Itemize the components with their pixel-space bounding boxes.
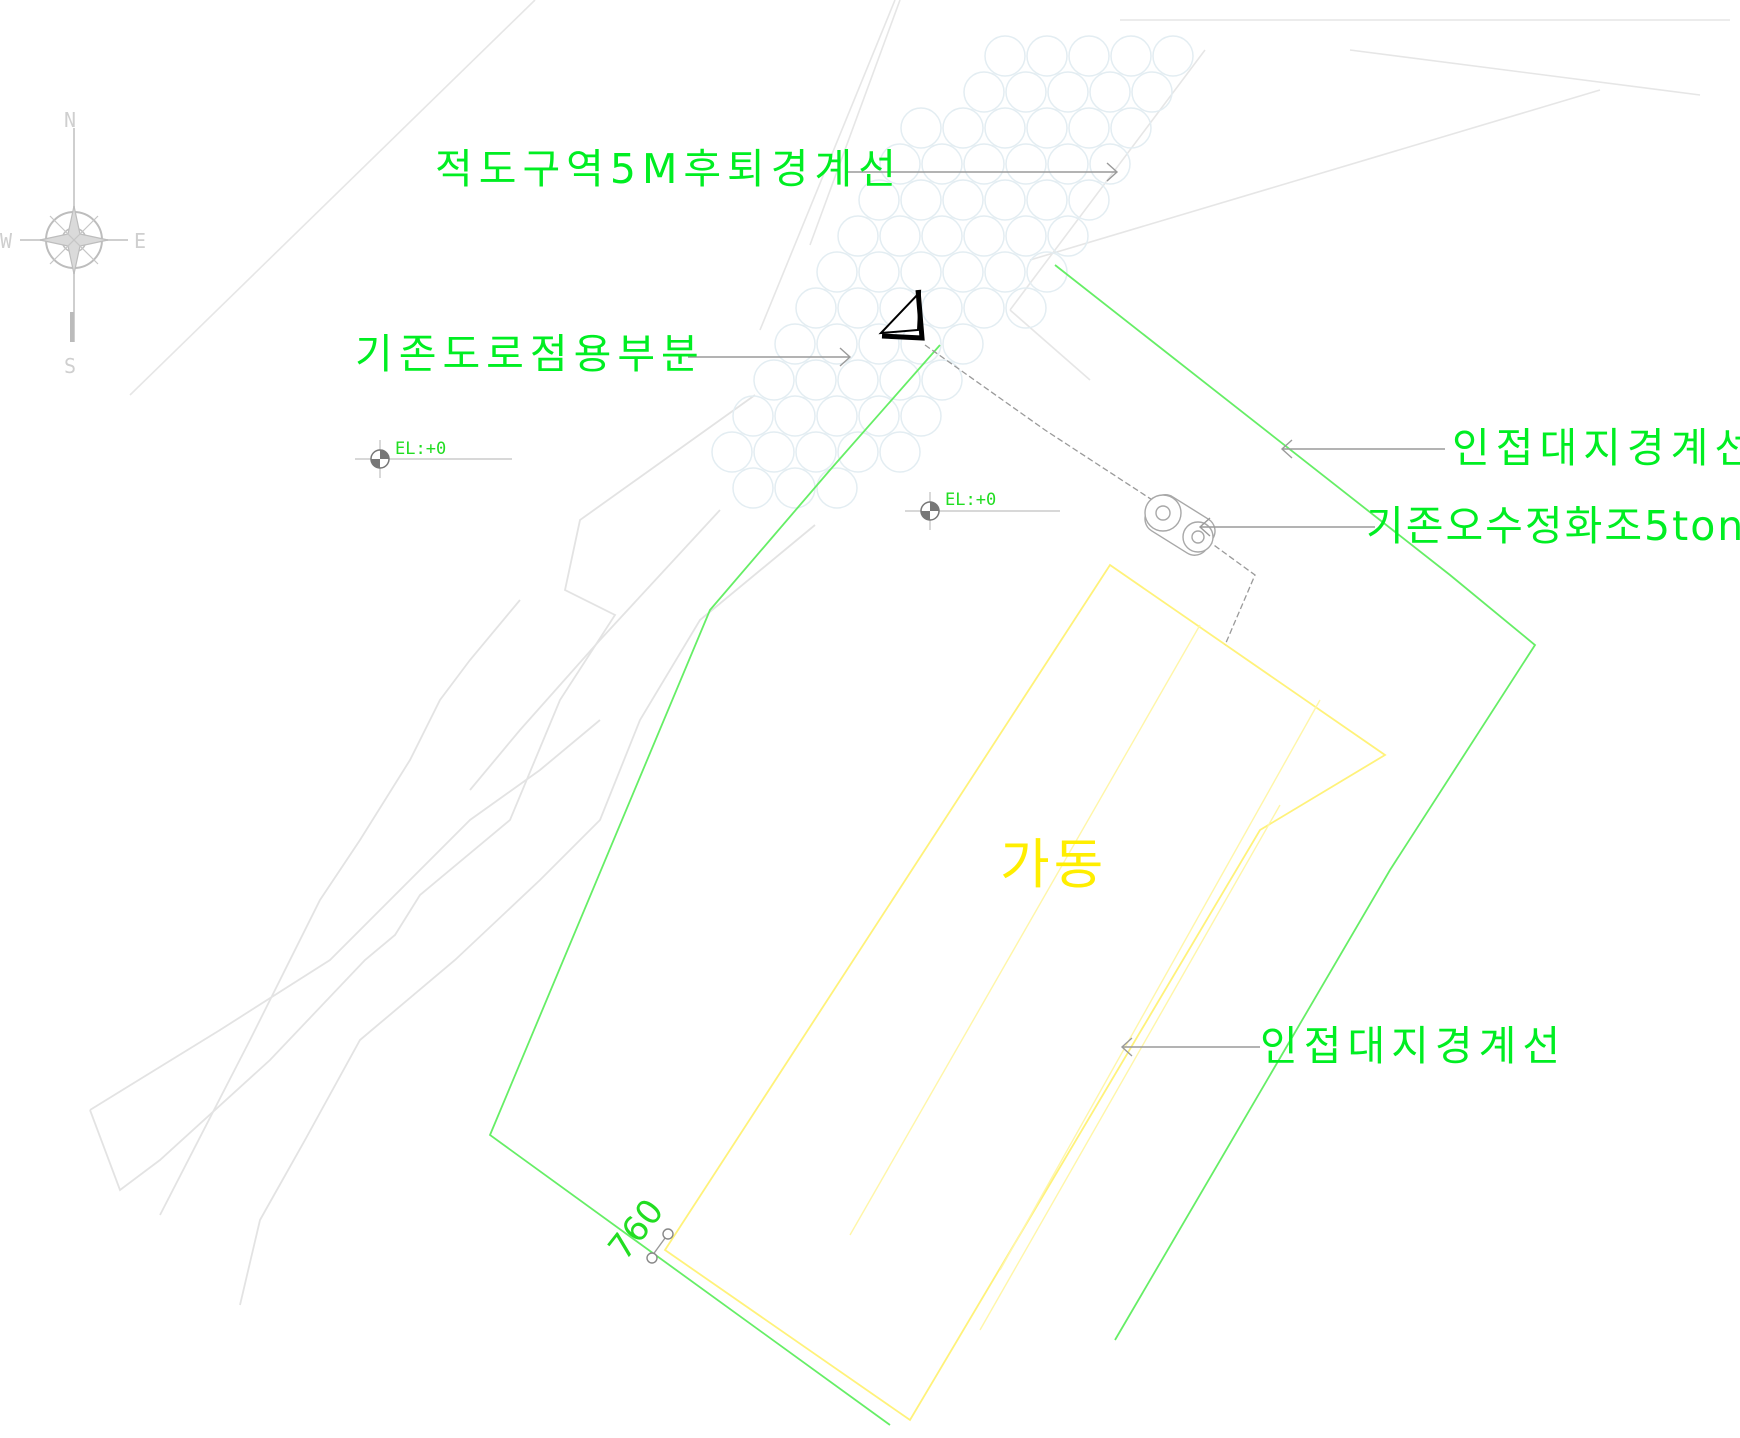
road-occupancy-pattern bbox=[711, 35, 1194, 509]
pattern-circle bbox=[816, 395, 858, 437]
pattern-circle bbox=[858, 251, 900, 293]
pattern-circle bbox=[837, 359, 879, 401]
dimension-marker: 760 bbox=[601, 1192, 674, 1268]
pattern-circle bbox=[1026, 107, 1068, 149]
terrain-contours bbox=[89, 394, 816, 1306]
pattern-circle bbox=[879, 431, 921, 473]
compass-south-letter: S bbox=[64, 354, 76, 378]
adjacent-boundary-label-top: 인접대지경계선 bbox=[1452, 424, 1740, 472]
pattern-circle bbox=[1047, 215, 1089, 257]
pattern-circle bbox=[984, 35, 1026, 77]
pattern-circle bbox=[774, 467, 816, 509]
pattern-circle bbox=[732, 395, 774, 437]
septic-tank-label: 기존오수정화조5ton bbox=[1366, 502, 1740, 550]
pattern-circle bbox=[1131, 71, 1173, 113]
pattern-circle bbox=[1089, 143, 1131, 185]
pattern-circle bbox=[1110, 107, 1152, 149]
pattern-circle bbox=[795, 359, 837, 401]
pattern-circle bbox=[921, 143, 963, 185]
pattern-circle bbox=[1068, 179, 1110, 221]
pattern-circle bbox=[1005, 71, 1047, 113]
pattern-circle bbox=[858, 323, 900, 365]
pattern-circle bbox=[900, 107, 942, 149]
pattern-circle bbox=[1110, 35, 1152, 77]
elevation-marker-2: EL:+0 bbox=[905, 490, 1060, 530]
site-boundary bbox=[488, 264, 1537, 1426]
pattern-circle bbox=[879, 215, 921, 257]
building-partitions bbox=[849, 624, 1321, 1331]
pattern-circle bbox=[984, 179, 1026, 221]
pattern-circle bbox=[1005, 143, 1047, 185]
pattern-circle bbox=[984, 107, 1026, 149]
elevation-label: EL:+0 bbox=[945, 490, 996, 510]
pattern-circle bbox=[795, 431, 837, 473]
pattern-circle bbox=[753, 431, 795, 473]
pattern-circle bbox=[753, 359, 795, 401]
pattern-circle bbox=[963, 71, 1005, 113]
pattern-circle bbox=[858, 179, 900, 221]
pattern-circle bbox=[921, 287, 963, 329]
pattern-circle bbox=[837, 215, 879, 257]
septic-tank-symbol bbox=[1144, 494, 1216, 556]
pattern-circle bbox=[963, 215, 1005, 257]
pattern-circle bbox=[900, 179, 942, 221]
pattern-circle bbox=[774, 395, 816, 437]
pattern-circle bbox=[711, 431, 753, 473]
pattern-circle bbox=[900, 251, 942, 293]
compass-north-letter: N bbox=[64, 108, 76, 132]
pattern-circle bbox=[963, 143, 1005, 185]
pattern-circle bbox=[1068, 35, 1110, 77]
pattern-circle bbox=[858, 395, 900, 437]
pattern-circle bbox=[942, 107, 984, 149]
compass-east-letter: E bbox=[134, 229, 146, 253]
compass-rose: N S E W bbox=[0, 108, 146, 378]
existing-road-label: 기존도로점용부분 bbox=[355, 330, 705, 378]
dimension-value: 760 bbox=[601, 1192, 672, 1268]
pattern-circle bbox=[942, 323, 984, 365]
pattern-circle bbox=[774, 323, 816, 365]
pattern-circle bbox=[1026, 35, 1068, 77]
pattern-circle bbox=[816, 323, 858, 365]
pattern-circle bbox=[942, 179, 984, 221]
pattern-circle bbox=[1068, 107, 1110, 149]
setback-line-label: 적도구역5M후퇴경계선 bbox=[435, 145, 902, 193]
pattern-circle bbox=[816, 251, 858, 293]
building-name-label: 가동 bbox=[1000, 833, 1107, 896]
pattern-circle bbox=[984, 251, 1026, 293]
pattern-circle bbox=[921, 359, 963, 401]
pattern-circle bbox=[837, 287, 879, 329]
pattern-circle bbox=[1005, 215, 1047, 257]
compass-west-letter: W bbox=[0, 229, 13, 253]
pattern-circle bbox=[963, 287, 1005, 329]
pattern-circle bbox=[1026, 251, 1068, 293]
pattern-circle bbox=[837, 431, 879, 473]
pattern-circle bbox=[1047, 71, 1089, 113]
sewer-line bbox=[924, 344, 1256, 646]
adjacent-boundary-label-bottom: 인접대지경계선 bbox=[1260, 1022, 1566, 1070]
pattern-circle bbox=[900, 395, 942, 437]
elevation-marker-1: EL:+0 bbox=[355, 439, 512, 478]
pattern-circle bbox=[1152, 35, 1194, 77]
pattern-circle bbox=[816, 467, 858, 509]
pattern-circle bbox=[879, 143, 921, 185]
pattern-circle bbox=[1089, 71, 1131, 113]
pattern-circle bbox=[795, 287, 837, 329]
callout-leaders bbox=[688, 162, 1445, 1057]
pattern-circle bbox=[732, 467, 774, 509]
pattern-circle bbox=[879, 359, 921, 401]
site-corner-marker bbox=[878, 289, 925, 341]
building-footprint bbox=[663, 563, 1387, 1422]
pattern-circle bbox=[1005, 287, 1047, 329]
pattern-circle bbox=[1026, 179, 1068, 221]
pattern-circle bbox=[942, 251, 984, 293]
elevation-label: EL:+0 bbox=[395, 439, 446, 459]
pattern-circle bbox=[921, 215, 963, 257]
pattern-circle bbox=[1047, 143, 1089, 185]
